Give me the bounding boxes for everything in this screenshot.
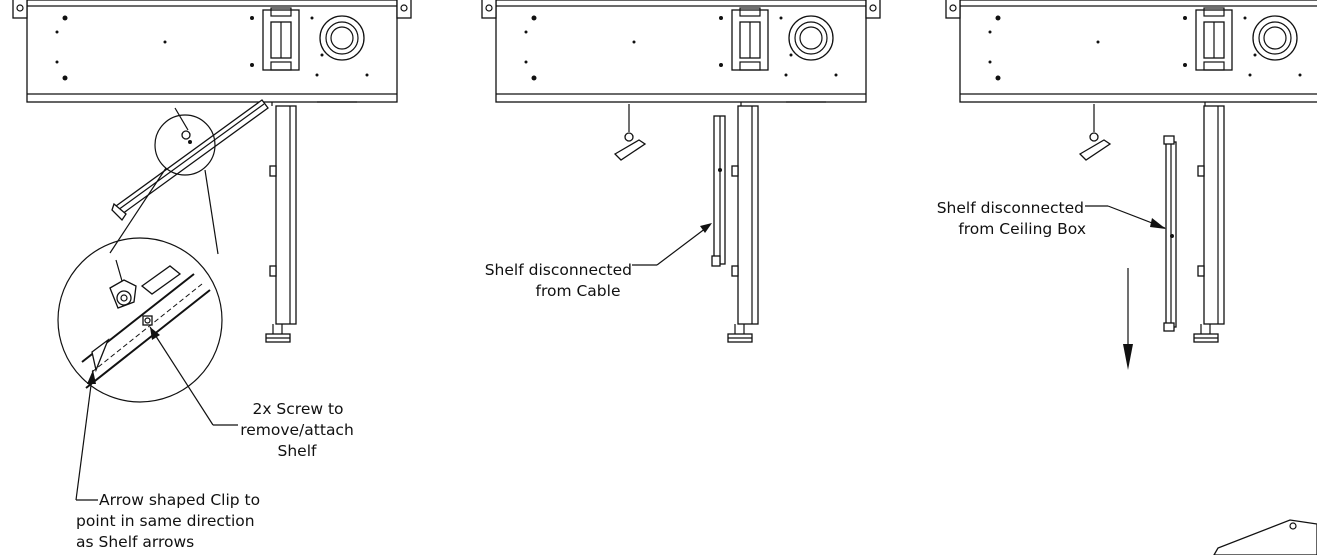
cable-label-line2: from Cable <box>535 282 620 300</box>
clip-label-line3: as Shelf arrows <box>76 533 194 551</box>
clip-callout: Arrow shaped Clip to point in same direc… <box>75 369 260 551</box>
detail-magnifier-small <box>109 114 219 255</box>
ceiling-box-callout: Shelf disconnected from Ceiling Box <box>937 199 1166 238</box>
screw-label-line2: remove/attach <box>240 421 354 439</box>
detail-magnifier-large <box>57 237 223 403</box>
box-label-line1: Shelf disconnected <box>937 199 1084 217</box>
cable-callout: Shelf disconnected from Cable <box>485 223 712 300</box>
panel-1-ceiling-box <box>12 0 412 343</box>
panel-1-tilted-shelf <box>111 99 269 222</box>
screw-label-line3: Shelf <box>278 442 318 460</box>
panel-3-ceiling-box <box>945 0 1317 343</box>
clip-label-line2: point in same direction <box>76 512 255 530</box>
panel-2-hanging-shelf <box>711 115 726 267</box>
clip-label-line1: Arrow shaped Clip to <box>99 491 260 509</box>
partial-component-bottom <box>1213 519 1317 555</box>
screw-callout: 2x Screw to remove/attach Shelf <box>149 326 354 460</box>
downward-arrow <box>1123 268 1133 370</box>
box-label-line2: from Ceiling Box <box>958 220 1086 238</box>
panel-3-detached-shelf <box>1163 135 1177 332</box>
cable-label-line1: Shelf disconnected <box>485 261 632 279</box>
screw-label-line1: 2x Screw to <box>252 400 343 418</box>
